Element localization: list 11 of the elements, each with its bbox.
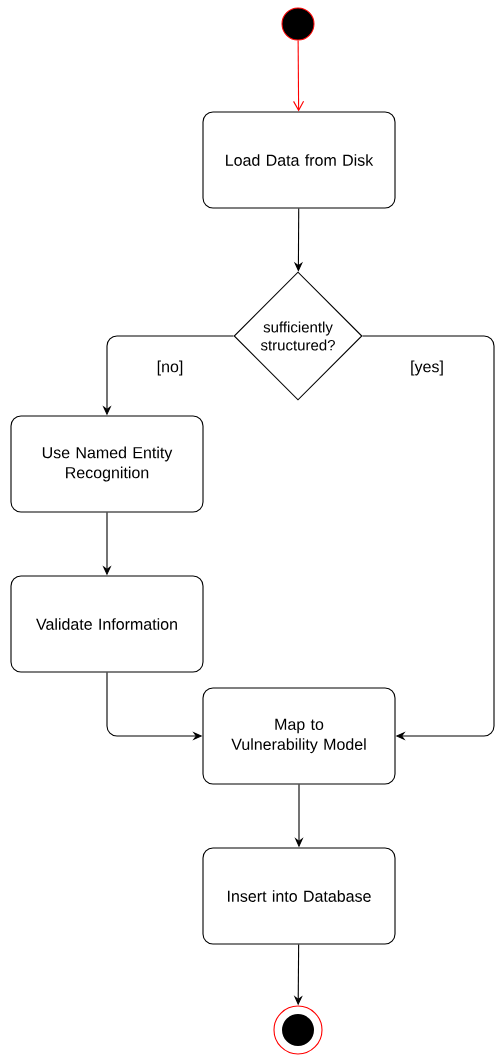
arrow: [362, 335, 495, 741]
edge-label: [no]: [155, 359, 185, 377]
end-node: [273, 1005, 323, 1055]
action-box: Load Data from Disk: [202, 111, 396, 209]
action-box: Map to Vulnerability Model: [202, 687, 396, 785]
action-box: Validate Information: [10, 575, 204, 673]
start-node: [281, 7, 315, 41]
action-box: Insert into Database: [202, 847, 396, 945]
arrow: [293, 39, 305, 112]
action-box: Use Named Entity Recognition: [10, 415, 204, 513]
edge-label: [yes]: [409, 359, 445, 377]
